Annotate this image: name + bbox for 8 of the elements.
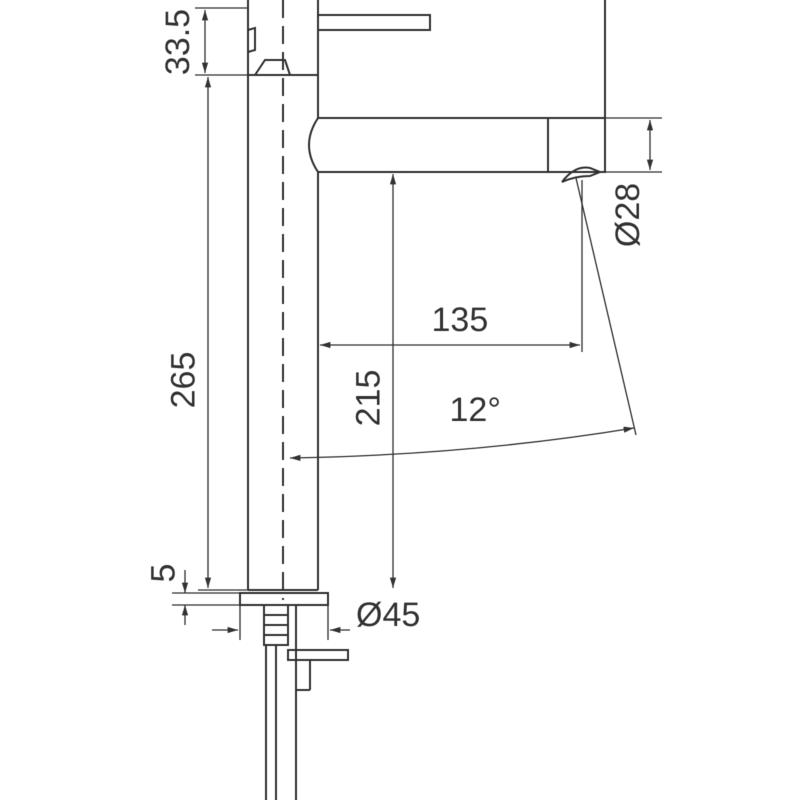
dimension-label: 215: [350, 370, 385, 426]
dimension-label: Ø45: [356, 598, 420, 632]
dimension-label: 5: [146, 564, 180, 582]
dimension-label: 135: [432, 303, 488, 337]
dimension-label: 33.5: [161, 8, 196, 76]
dimension-label: 12°: [450, 393, 501, 427]
dimension-label: 265: [166, 352, 200, 408]
dimension-label: Ø28: [611, 182, 646, 248]
